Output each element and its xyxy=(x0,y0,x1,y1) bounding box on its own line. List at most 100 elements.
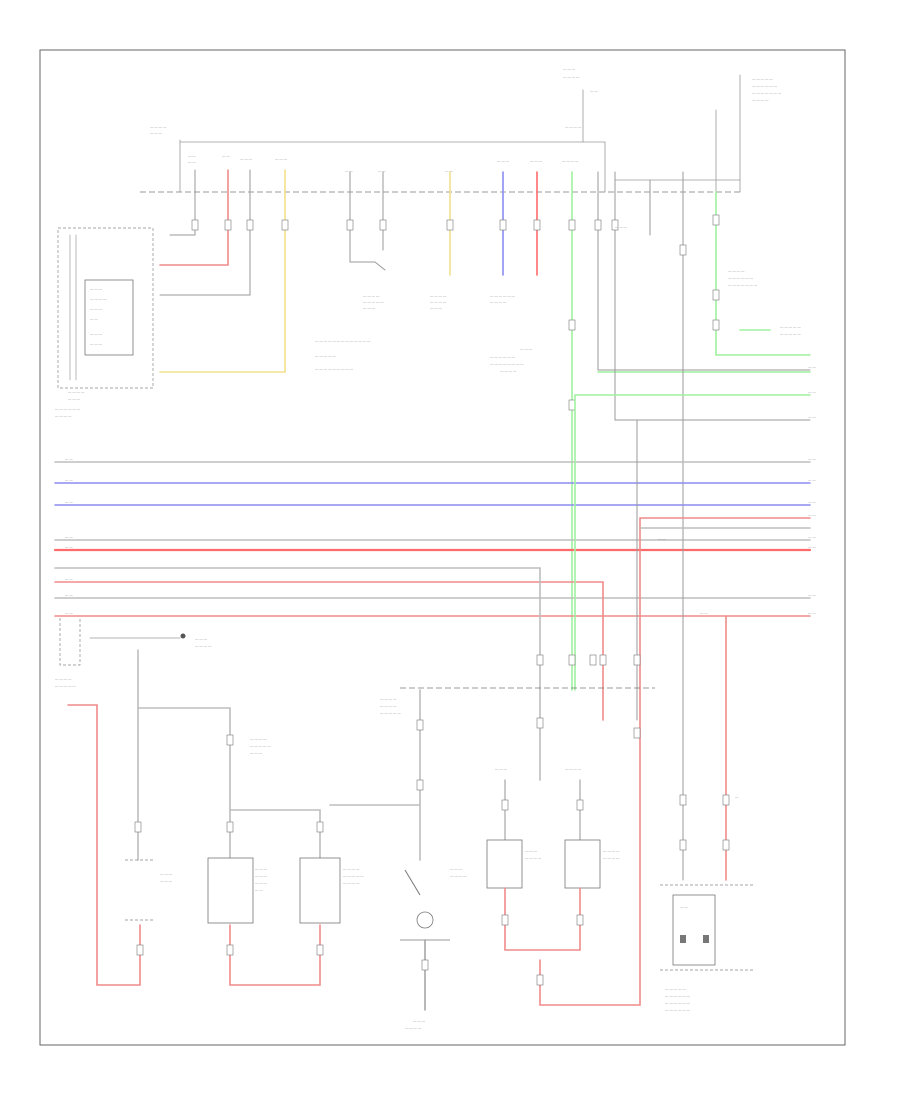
relay-box: — — — — — — — — — — — — — — — — — — — — … xyxy=(660,795,755,1012)
svg-text:— —: — — xyxy=(188,160,196,164)
svg-text:— — —: — — — xyxy=(160,879,173,883)
lower-conns xyxy=(536,654,730,851)
mid-labels: — — — — — — — — — — — — — — — — — — — — … xyxy=(315,225,801,373)
svg-text:— — —: — — — xyxy=(430,306,443,310)
svg-text:— —: — — xyxy=(65,478,73,482)
svg-text:— — — — —: — — — — — xyxy=(363,300,384,304)
svg-text:— — — — —: — — — — — xyxy=(780,325,801,329)
svg-text:— — —: — — — xyxy=(90,287,103,291)
svg-text:— —: — — xyxy=(65,500,73,504)
harness-lines xyxy=(53,394,812,1006)
svg-text:— —: — — xyxy=(680,905,688,909)
svg-text:— —: — — xyxy=(65,611,73,615)
svg-text:— — —: — — — xyxy=(563,67,576,71)
svg-text:— — — —: — — — — xyxy=(565,767,582,771)
svg-text:— — — —: — — — — xyxy=(68,390,85,394)
svg-text:— —: — — xyxy=(808,365,816,369)
svg-text:— — — —: — — — — xyxy=(343,881,360,885)
svg-text:— — —: — — — xyxy=(255,881,268,885)
svg-text:— — — — —: — — — — — xyxy=(380,711,401,715)
svg-text:— — — —: — — — — xyxy=(380,704,397,708)
svg-text:— —: — — xyxy=(188,154,196,158)
svg-text:— —: — — xyxy=(808,478,816,482)
svg-text:— —: — — xyxy=(345,169,353,173)
svg-text:— — — — — —: — — — — — — xyxy=(665,1001,691,1005)
svg-text:— — —: — — — xyxy=(450,867,463,871)
svg-text:— — — —: — — — — xyxy=(380,697,397,701)
svg-text:— —: — — xyxy=(590,89,598,93)
svg-text:— —: — — xyxy=(65,577,73,581)
svg-text:— — —: — — — xyxy=(275,157,288,161)
svg-text:— — — — — — — — — — — — —: — — — — — — — — — — — — — xyxy=(315,339,371,343)
svg-text:— — — —: — — — — xyxy=(728,269,745,273)
top-drops xyxy=(159,169,811,691)
svg-text:— —: — — xyxy=(445,169,453,173)
svg-text:— — —: — — — xyxy=(195,637,208,641)
svg-text:— — —: — — — xyxy=(495,767,508,771)
svg-text:— —: — — xyxy=(255,888,263,892)
svg-text:— —: — — xyxy=(222,154,230,158)
svg-text:— —: — — xyxy=(808,500,816,504)
svg-text:— — —: — — — xyxy=(90,307,103,311)
svg-text:— — —: — — — xyxy=(160,872,173,876)
svg-text:— — —: — — — xyxy=(363,306,376,310)
svg-text:— —: — — xyxy=(65,593,73,597)
svg-text:— — — —: — — — — xyxy=(562,159,579,163)
svg-text:— — — — —: — — — — — xyxy=(665,987,686,991)
top-tree: — — — — — — — — — — — — — — — — — — — — xyxy=(150,67,606,193)
top-right-bracket: — — — — — — — — — — — — — — — — — — — — … xyxy=(715,74,782,193)
svg-text:— —: — — xyxy=(808,513,816,517)
svg-text:— —: — — xyxy=(808,593,816,597)
svg-text:— —: — — xyxy=(658,537,666,541)
svg-text:— — — —: — — — — xyxy=(563,75,580,79)
svg-text:— —: — — xyxy=(808,535,816,539)
svg-text:— — — —: — — — — xyxy=(250,737,267,741)
svg-text:— — —: — — — xyxy=(497,159,510,163)
svg-text:— — — —: — — — — xyxy=(430,300,447,304)
svg-text:— —: — — xyxy=(378,169,386,173)
svg-text:— — — — — —: — — — — — — xyxy=(55,407,81,411)
svg-text:— —: — — xyxy=(65,457,73,461)
svg-text:— — — —: — — — — xyxy=(195,644,212,648)
svg-text:— — — —: — — — — xyxy=(752,98,769,102)
svg-text:—: — xyxy=(735,795,739,799)
svg-text:— —: — — xyxy=(808,390,816,394)
right-modules: — — — — — — — — — — — — — — — — — — — — … xyxy=(486,767,620,986)
svg-text:— — — — — —: — — — — — — xyxy=(665,1008,691,1012)
svg-text:— — — —: — — — — xyxy=(525,856,542,860)
svg-text:— — — —: — — — — xyxy=(363,294,380,298)
svg-text:— — —: — — — xyxy=(255,867,268,871)
svg-text:— — — —: — — — — xyxy=(500,369,517,373)
svg-text:— — — —: — — — — xyxy=(405,1026,422,1030)
svg-text:— — — —: — — — — xyxy=(603,856,620,860)
svg-text:— — —: — — — xyxy=(90,342,103,346)
svg-text:— — — — —: — — — — — xyxy=(315,354,336,358)
svg-text:— — — —: — — — — xyxy=(150,125,167,129)
svg-text:— — —: — — — xyxy=(150,131,163,135)
svg-text:— —: — — xyxy=(700,611,708,615)
lower-drops xyxy=(539,394,727,881)
svg-text:— — —: — — — xyxy=(530,159,543,163)
svg-text:— — — — — —: — — — — — — xyxy=(490,294,516,298)
svg-text:— — — — — —: — — — — — — xyxy=(752,84,778,88)
svg-text:— — —: — — — xyxy=(520,347,533,351)
svg-text:— — — —: — — — — xyxy=(55,677,72,681)
svg-text:— — —: — — — xyxy=(413,1019,426,1023)
svg-text:— — — —: — — — — xyxy=(430,294,447,298)
svg-text:— — — — —: — — — — — xyxy=(250,744,271,748)
combination-switch: — — — — — — — — — — — — — — — — — — — — … xyxy=(55,227,154,418)
svg-text:— — — —: — — — — xyxy=(450,874,467,878)
left-lower-assembly: — — — — — — — — — — — — — — — — — — — — … xyxy=(55,618,364,986)
svg-text:— — — — — — —: — — — — — — — xyxy=(728,283,758,287)
svg-text:— — —: — — — xyxy=(90,332,103,336)
svg-text:— —: — — xyxy=(65,535,73,539)
svg-text:— —: — — xyxy=(90,317,98,321)
svg-text:— —: — — xyxy=(65,545,73,549)
svg-text:— — — — — — —: — — — — — — — xyxy=(752,91,782,95)
connector-markers xyxy=(191,214,720,411)
svg-text:— —: — — xyxy=(808,611,816,615)
svg-text:— — —: — — — xyxy=(240,157,253,161)
svg-text:— — — —: — — — — xyxy=(490,300,507,304)
svg-text:— — —: — — — xyxy=(615,225,628,229)
